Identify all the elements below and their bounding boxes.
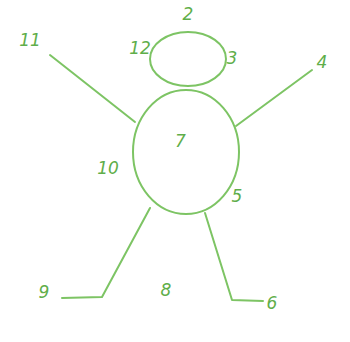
callout-number: 11 — [19, 32, 41, 49]
callout-number: 12 — [129, 40, 151, 57]
left-arm — [50, 55, 135, 122]
body-outline — [131, 88, 241, 216]
callout-number: 7 — [175, 133, 186, 150]
callout-number: 10 — [97, 160, 119, 177]
left-leg — [62, 208, 150, 298]
right-arm — [236, 70, 312, 126]
callout-number: 2 — [183, 6, 194, 23]
callout-number: 8 — [161, 282, 172, 299]
right-leg — [205, 213, 263, 301]
callout-number: 5 — [232, 188, 243, 205]
callout-number: 3 — [227, 50, 238, 67]
callout-number: 6 — [267, 295, 278, 312]
head-outline — [150, 32, 226, 86]
callout-number: 4 — [317, 54, 328, 71]
body-circle: 7 — [131, 88, 241, 216]
callout-number: 9 — [39, 284, 50, 301]
